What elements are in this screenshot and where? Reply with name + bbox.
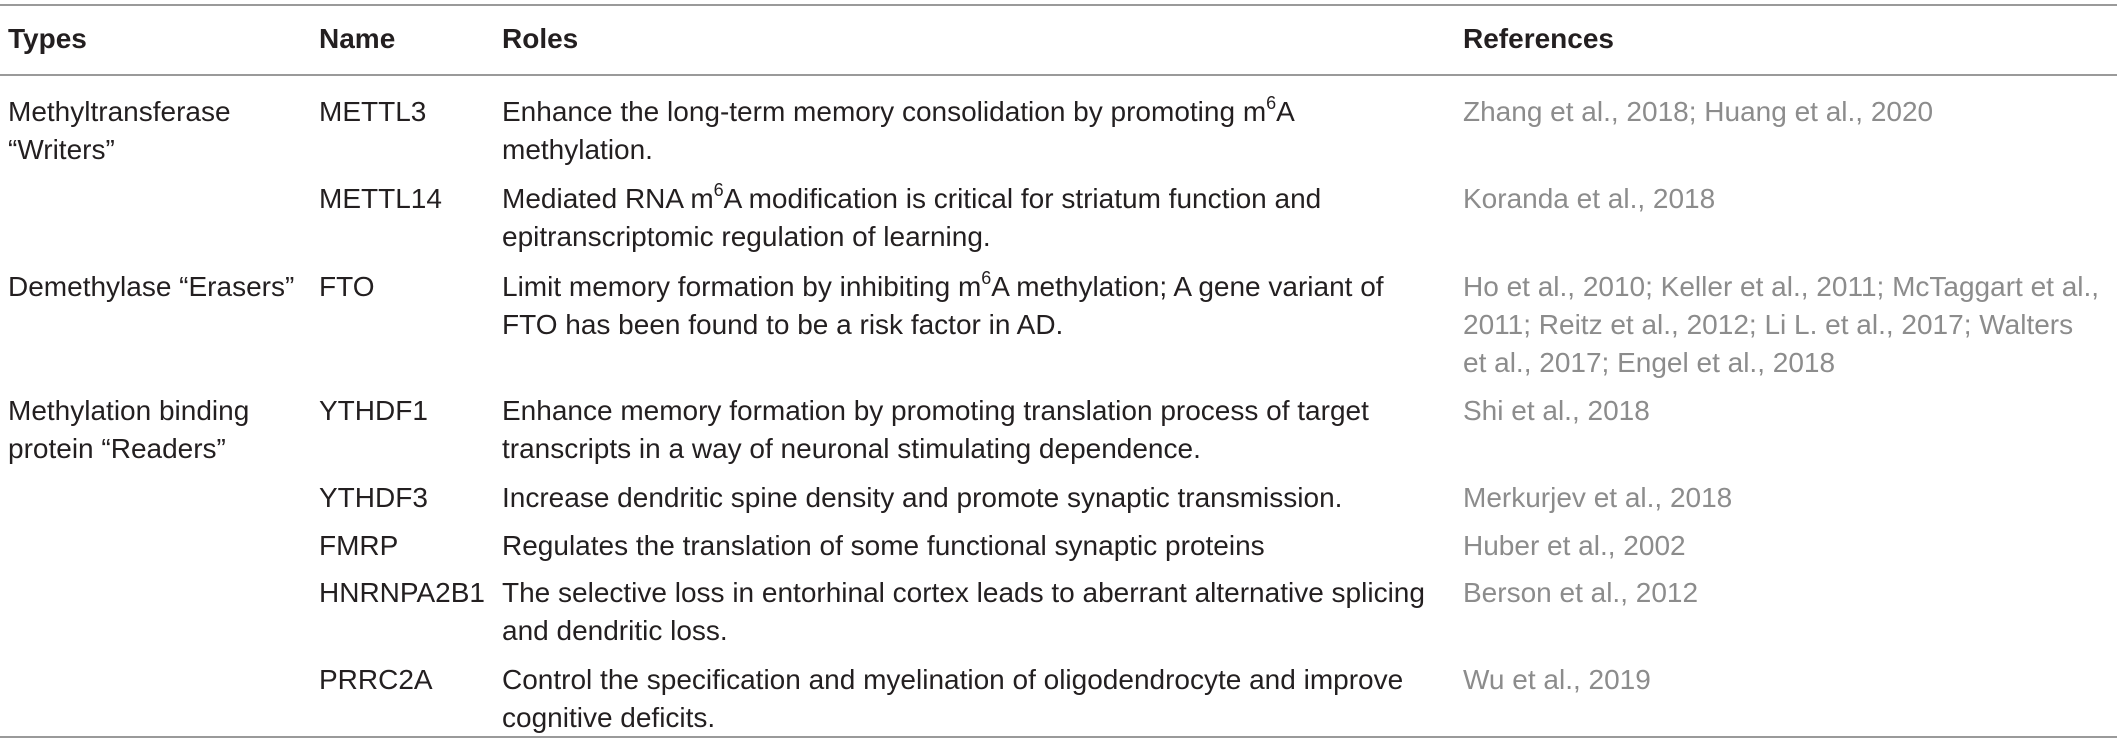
table-row-name: FTO (319, 271, 375, 302)
table-row-role: Increase dendritic spine density and pro… (502, 482, 1343, 513)
table-row-role: FTO has been found to be a risk factor i… (502, 309, 1064, 340)
table-row-reference: Koranda et al., 2018 (1463, 183, 1716, 214)
table-row-reference: Zhang et al., 2018; Huang et al., 2020 (1463, 96, 1934, 127)
table-top-rule (0, 4, 2117, 6)
header-roles: Roles (502, 23, 579, 54)
table-row-name: YTHDF1 (319, 395, 428, 426)
table-header-rule (0, 74, 2117, 76)
table-row-reference: Berson et al., 2012 (1463, 577, 1699, 608)
table-row-role: Enhance the long-term memory consolidati… (502, 92, 1295, 127)
table-row-name: METTL14 (319, 183, 442, 214)
type-readers-line-1: Methylation binding (8, 395, 250, 426)
table-row-role: Regulates the translation of some functi… (502, 530, 1265, 561)
table-row-role: Limit memory formation by inhibiting m6A… (502, 267, 1384, 302)
table-row-role: epitranscriptomic regulation of learning… (502, 221, 991, 252)
table-row-reference: Ho et al., 2010; Keller et al., 2011; Mc… (1463, 271, 2100, 302)
table-row-role: and dendritic loss. (502, 615, 728, 646)
table-row-name: PRRC2A (319, 664, 433, 695)
table-row-role: Control the specification and myelinatio… (502, 664, 1404, 695)
table-row-role: Mediated RNA m6A modification is critica… (502, 179, 1322, 214)
type-writers-line-2: “Writers” (8, 134, 115, 165)
table-row-role: transcripts in a way of neuronal stimula… (502, 433, 1201, 464)
table-row-role: The selective loss in entorhinal cortex … (502, 577, 1425, 608)
header-types: Types (8, 23, 87, 54)
table-row-reference: Wu et al., 2019 (1463, 664, 1651, 695)
type-erasers: Demethylase “Erasers” (8, 271, 295, 302)
table-row-name: METTL3 (319, 96, 427, 127)
table-bottom-rule (0, 736, 2117, 738)
table-row-reference: 2011; Reitz et al., 2012; Li L. et al., … (1463, 309, 2074, 340)
type-writers-line-1: Methyltransferase (8, 96, 231, 127)
table-row-name: YTHDF3 (319, 482, 428, 513)
table-row-reference: et al., 2017; Engel et al., 2018 (1463, 347, 1836, 378)
header-name: Name (319, 23, 396, 54)
table-row-reference: Huber et al., 2002 (1463, 530, 1686, 561)
header-references: References (1463, 23, 1614, 54)
table-row-role: Enhance memory formation by promoting tr… (502, 395, 1369, 426)
table-row-reference: Shi et al., 2018 (1463, 395, 1650, 426)
table-row-name: HNRNPA2B1 (319, 577, 485, 608)
type-readers-line-2: protein “Readers” (8, 433, 226, 464)
table-row-role: cognitive deficits. (502, 702, 716, 733)
table-row-name: FMRP (319, 530, 399, 561)
table-row-role: methylation. (502, 134, 653, 165)
table-row-reference: Merkurjev et al., 2018 (1463, 482, 1733, 513)
